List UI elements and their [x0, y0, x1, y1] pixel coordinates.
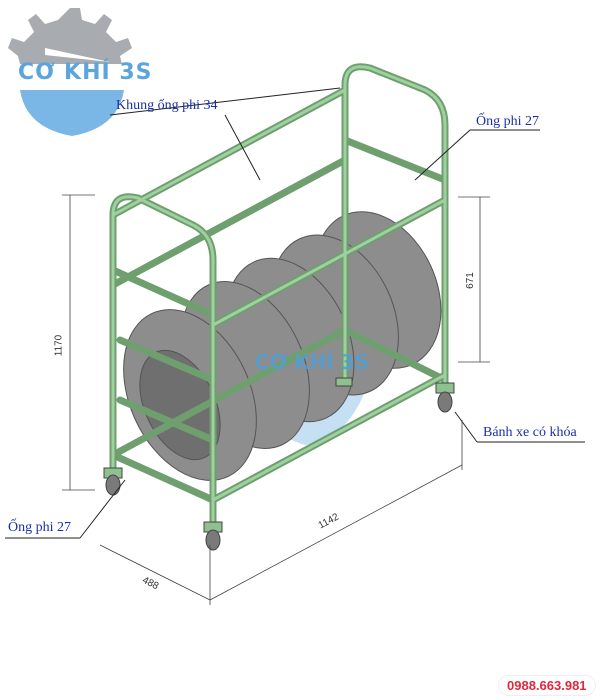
label-tube-top: Ống phi 27: [476, 114, 539, 129]
tires: [123, 211, 442, 481]
logo-gear-icon: [8, 8, 132, 136]
wheels: [103, 377, 455, 551]
logo-text: CƠ KHÍ 3S: [18, 60, 153, 85]
dim-height: 1170: [53, 334, 65, 357]
phone-number[interactable]: 0988.663.981: [498, 675, 596, 696]
watermark-text: CƠ KHÍ 3S: [255, 350, 370, 374]
label-tube-bottom: Ống phi 27: [8, 520, 71, 535]
dimension-lines: [62, 194, 490, 605]
dim-shelf-height: 671: [464, 272, 476, 289]
label-frame: Khung ống phi 34: [116, 98, 218, 113]
label-wheel: Bánh xe có khóa: [483, 425, 577, 440]
